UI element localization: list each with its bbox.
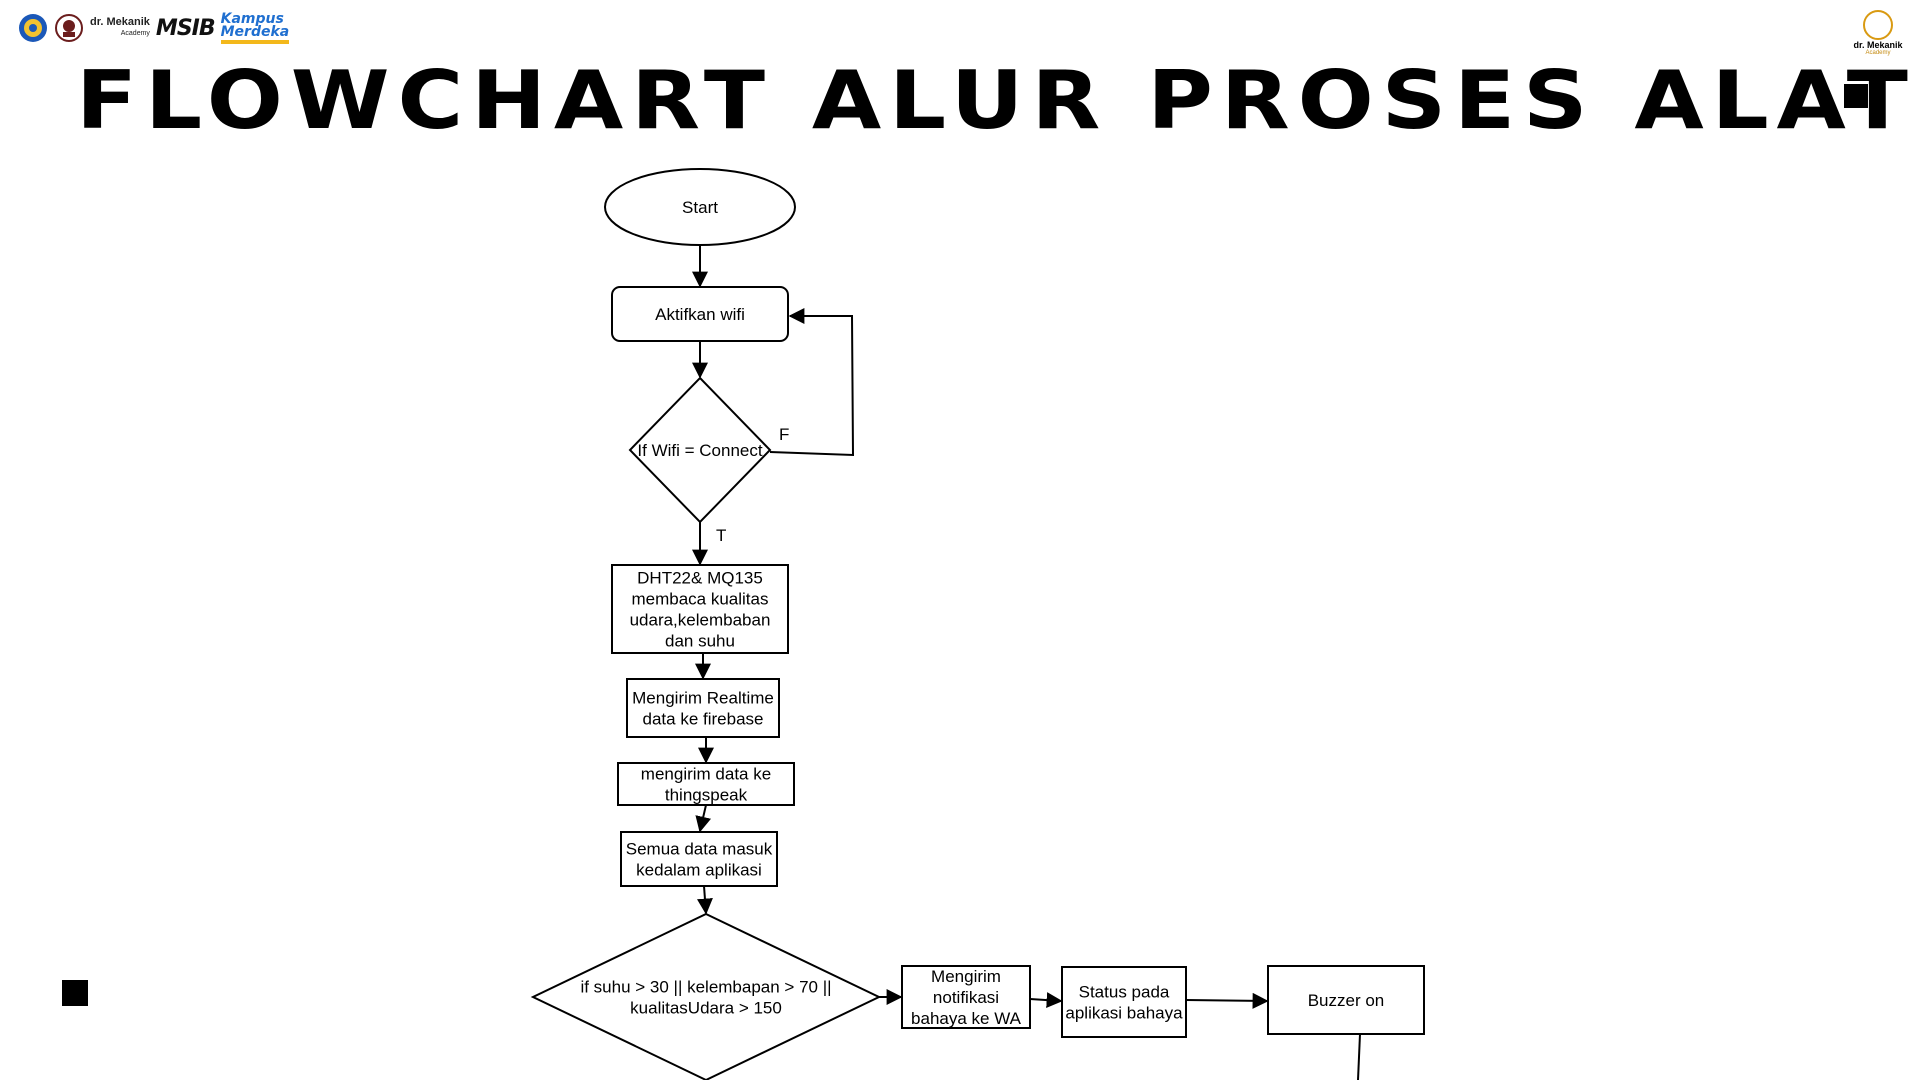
node-app-shape — [620, 831, 778, 887]
dr-mekanik-logo-text: dr. Mekanik Academy — [90, 17, 150, 39]
node-check_wifi-label: If Wifi = Connect — [637, 441, 762, 460]
flow-arrow-7 — [695, 804, 712, 833]
node-buzzer-shape — [1267, 965, 1425, 1035]
node-thingspeak-shape — [617, 762, 795, 806]
kampus-merdeka-logo: Kampus Merdeka — [220, 10, 290, 44]
dr-mekanik-logo-icon — [55, 14, 83, 42]
right-logo-name: dr. Mekanik — [1853, 40, 1903, 50]
tut-wuri-logo-icon — [19, 14, 47, 42]
node-check_wifi-shape — [628, 376, 772, 524]
dr-mekanik-emblem-icon — [1863, 10, 1893, 40]
node-wifi-label: Aktifkan wifi — [655, 305, 745, 324]
node-status_app-label: Status pada — [1079, 983, 1170, 1002]
flow-arrow-10 — [1029, 992, 1063, 1009]
bullet-square — [62, 980, 88, 1006]
node-thingspeak-label: thingspeak — [665, 786, 748, 805]
node-read_sensor-label: DHT22& MQ135 — [637, 569, 763, 588]
logo-kampus: Kampus — [220, 10, 284, 27]
node-notify_wa-label: bahaya ke WA — [911, 1009, 1022, 1028]
node-read_sensor-label: dan suhu — [665, 632, 735, 651]
flow-arrow-8 — [696, 885, 713, 915]
title-bullet-square — [1844, 84, 1868, 108]
flow-arrow-3 — [769, 308, 855, 457]
flow-line-continuation — [1357, 1033, 1361, 1080]
node-firebase-label: data ke firebase — [643, 710, 764, 729]
right-logo-sub: Academy — [1865, 50, 1891, 56]
node-app-label: Semua data masuk — [626, 840, 773, 859]
kampus-merdeka-band — [220, 39, 290, 44]
page-title: FLOWCHART ALUR PROSES ALAT — [76, 54, 1916, 147]
node-status_app-shape — [1061, 966, 1187, 1038]
flow-arrow-11 — [1185, 992, 1269, 1009]
node-firebase-label: Mengirim Realtime — [632, 689, 774, 708]
node-wifi-shape — [611, 286, 789, 342]
node-thingspeak-label: mengirim data ke — [641, 765, 771, 784]
node-app-label: kedalam aplikasi — [636, 861, 762, 880]
logo-academy: Academy — [120, 30, 150, 37]
node-status_app-label: aplikasi bahaya — [1065, 1004, 1183, 1023]
right-logo: dr. Mekanik Academy — [1848, 10, 1908, 57]
node-start-shape — [604, 168, 796, 246]
node-check_values-shape — [530, 912, 882, 1080]
node-read_sensor-shape — [611, 564, 789, 654]
node-firebase-shape — [626, 678, 780, 738]
logo-merdeka: Merdeka — [220, 23, 290, 40]
node-start-label: Start — [682, 198, 718, 217]
node-check_values-label: if suhu > 30 || kelembapan > 70 || — [580, 978, 831, 997]
node-notify_wa-label: notifikasi — [933, 988, 999, 1007]
edge-label-true: T — [716, 526, 726, 545]
node-check_values-label: kualitasUdara > 150 — [630, 999, 782, 1018]
logo-dr-mekanik: dr. Mekanik — [90, 16, 150, 28]
header-logos: dr. Mekanik Academy MSIB Kampus Merdeka — [18, 8, 290, 48]
msib-logo: MSIB — [155, 15, 216, 41]
node-read_sensor-label: membaca kualitas — [631, 590, 768, 609]
node-read_sensor-label: udara,kelembaban — [630, 611, 771, 630]
node-notify_wa-shape — [901, 965, 1031, 1029]
node-buzzer-label: Buzzer on — [1308, 991, 1385, 1010]
edge-label-false: F — [779, 425, 789, 444]
node-notify_wa-label: Mengirim — [931, 967, 1001, 986]
